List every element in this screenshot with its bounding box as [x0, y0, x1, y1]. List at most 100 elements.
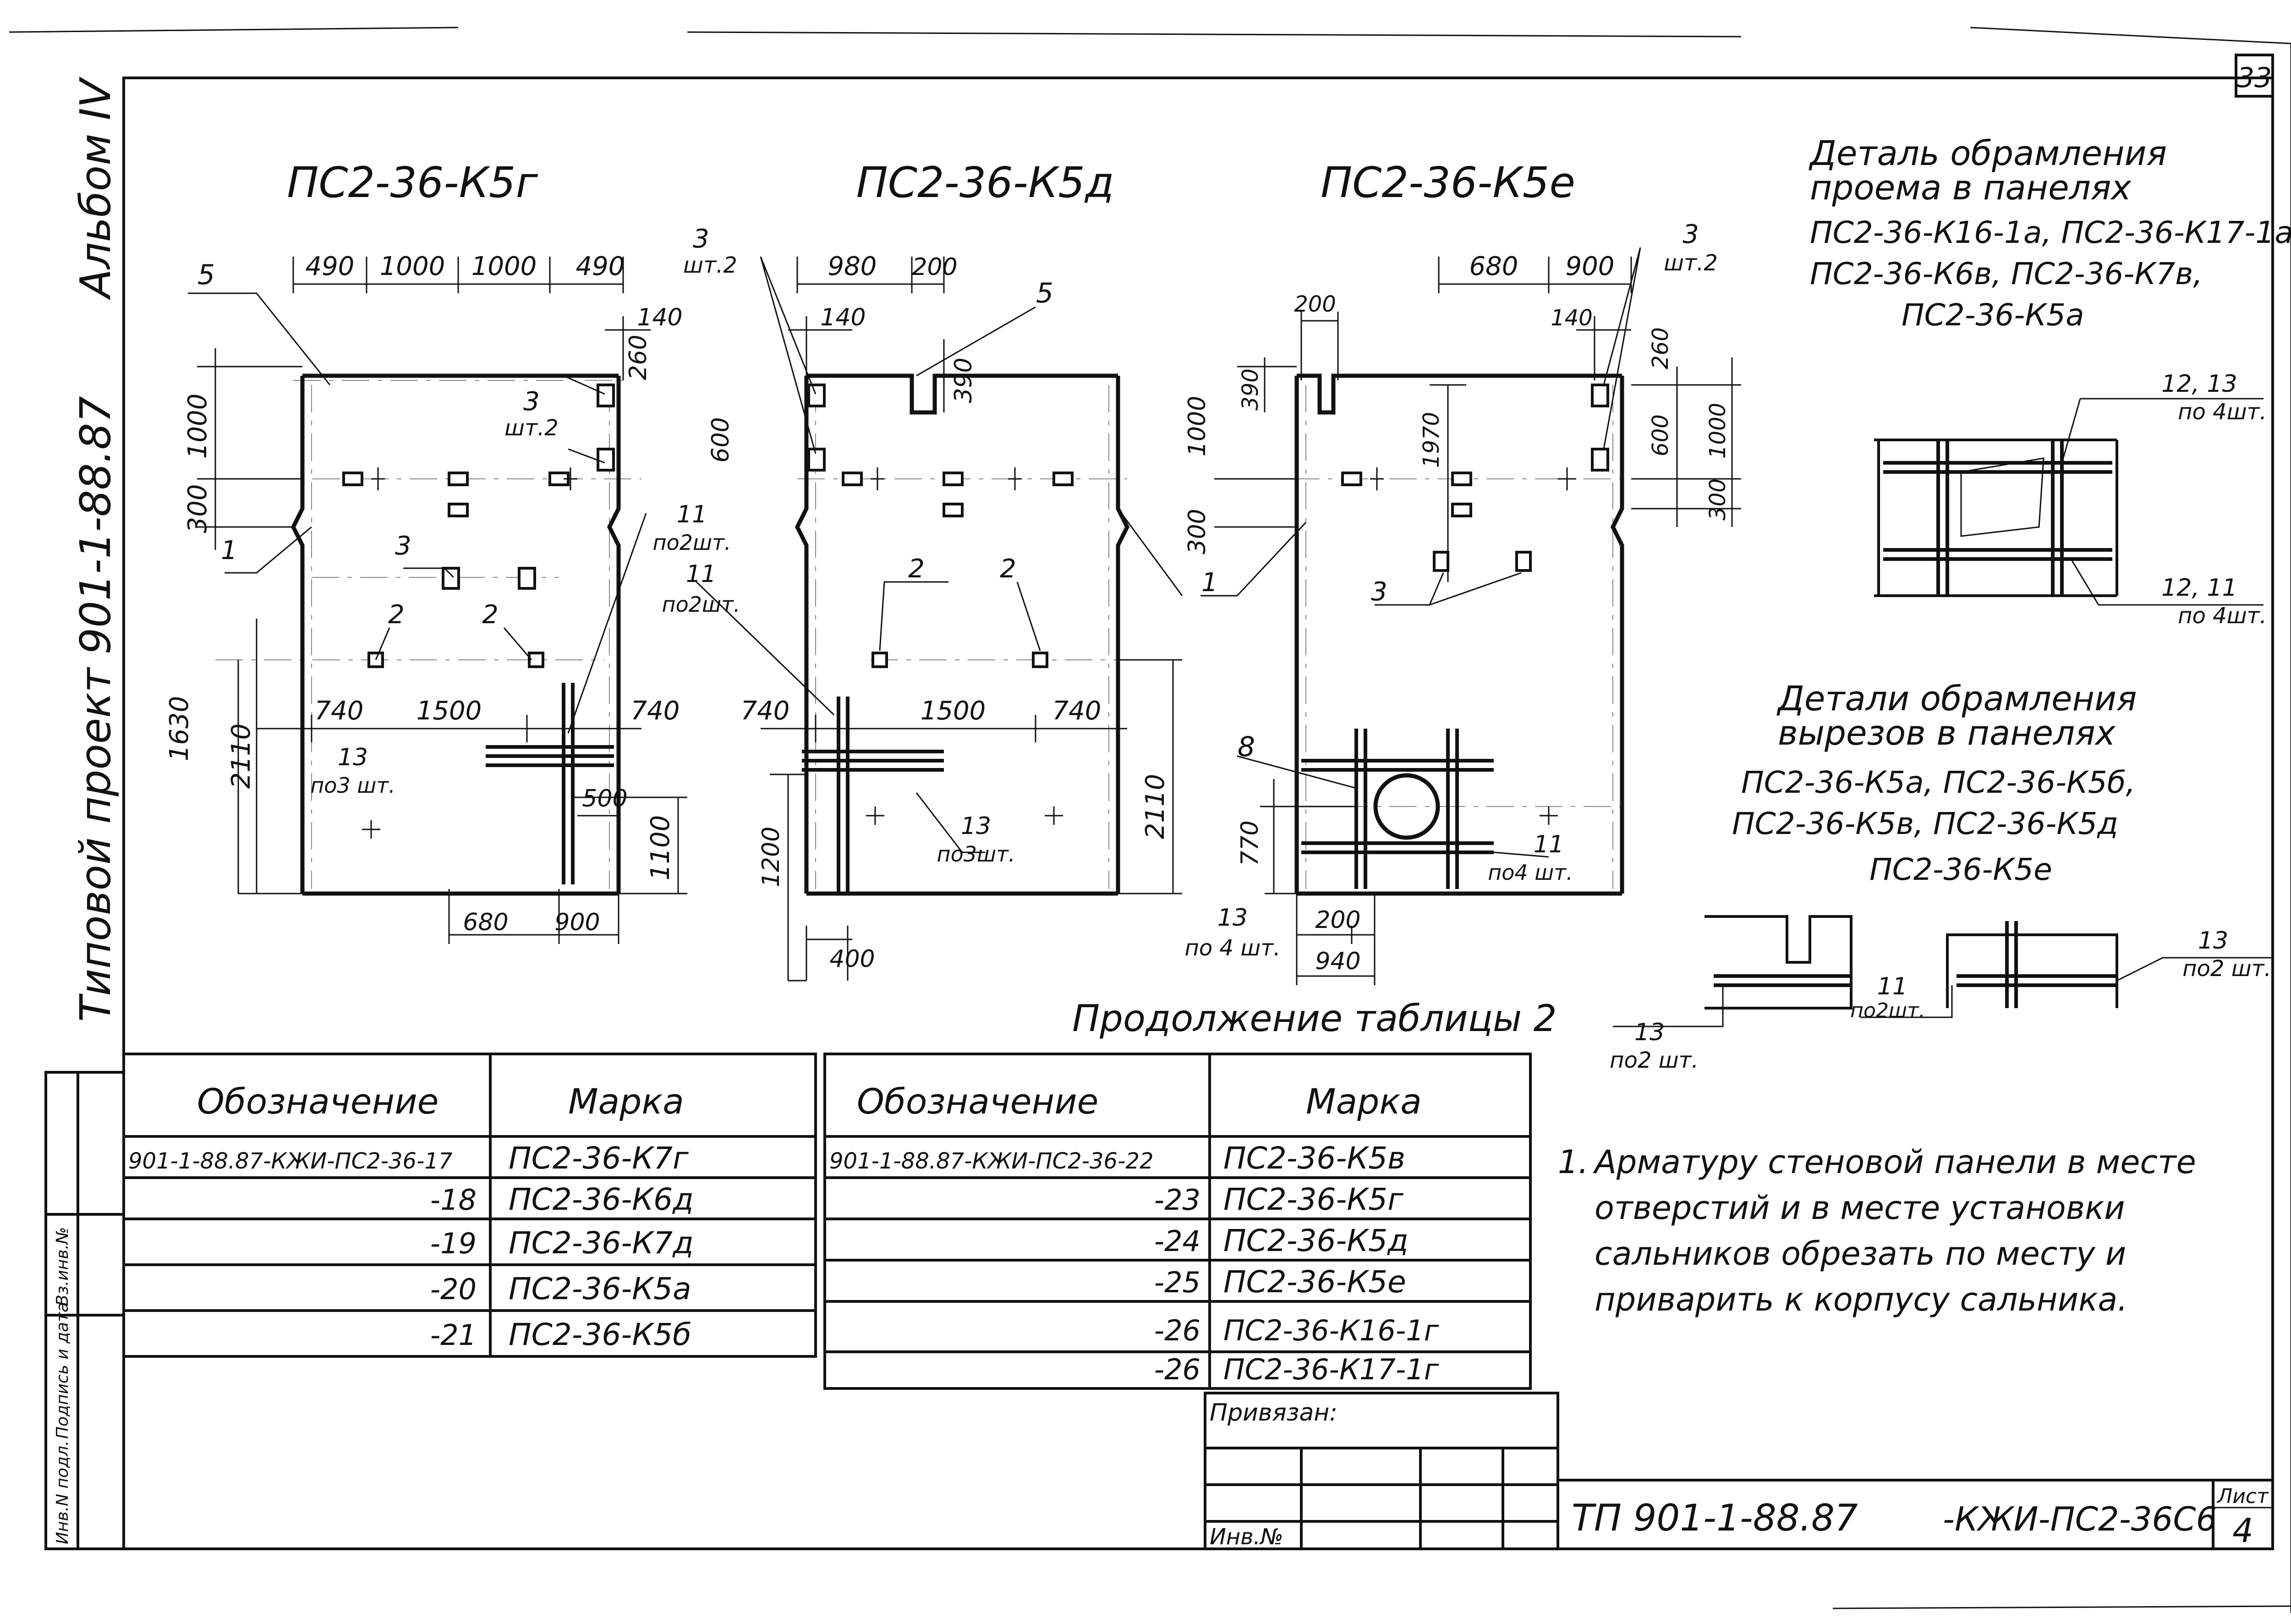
detail-panel-outline	[1874, 439, 2118, 597]
detail-title-line: Детали обрамления	[1776, 679, 2137, 719]
note-number: 1.	[1558, 1143, 1589, 1181]
detail-title-line: ПС2-36-К5а, ПС2-36-К5б,	[1741, 765, 2135, 800]
detail-title-line: ПС2-36-К6в, ПС2-36-К7в,	[1810, 256, 2203, 291]
dim-label: 1200	[757, 827, 785, 887]
callout: 13	[338, 744, 368, 771]
leader-line	[188, 292, 647, 734]
callout: 2	[482, 600, 499, 630]
album-label: Альбом IV	[71, 76, 120, 300]
dimension-line	[1214, 357, 1297, 528]
note-line: отверстий и в месте установки	[1595, 1189, 2125, 1227]
cross-mark	[362, 467, 577, 839]
dim-label: 400	[829, 945, 875, 973]
panel-k5e: ПС2-36-К5е 680 900 200 140 260 390 1000 …	[1117, 158, 1741, 985]
embed-plate	[1032, 652, 1048, 668]
dim-label: 1100	[646, 815, 675, 881]
detail-title-line: ПС2-36-К5а	[1902, 297, 2084, 333]
dimension-chain	[1438, 257, 1632, 293]
detail-title-line: ПС2-36-К5е	[1869, 852, 2052, 887]
round-opening	[1373, 773, 1440, 840]
table-cell: -24	[1154, 1224, 1200, 1258]
table-cell: ПС2-36-К7д	[509, 1225, 694, 1261]
callout: 2	[1000, 554, 1016, 584]
callout: по3 шт.	[310, 773, 395, 798]
list-number: 4	[2232, 1511, 2253, 1550]
detail-cutout-left	[1705, 915, 1853, 1010]
dimension-line	[1260, 779, 1376, 985]
panel-title: ПС2-36-К5д	[856, 158, 1114, 207]
panel-title: ПС2-36-К5е	[1321, 158, 1575, 207]
embed-plate	[842, 472, 863, 486]
table-cell: ПС2-36-К6д	[509, 1182, 694, 1217]
dimension-line	[1118, 659, 1182, 894]
rebar-frame	[1883, 440, 2112, 596]
table-cell: -21	[430, 1318, 477, 1352]
callout: 2	[388, 600, 405, 630]
callout: 12, 11	[2161, 574, 2237, 602]
dim-label: 490	[576, 252, 625, 281]
note-line: Арматуру стеновой панели в месте	[1593, 1143, 2196, 1181]
table-cell: ПС2-36-К5д	[1223, 1223, 1409, 1258]
dim-label: 300	[1705, 478, 1731, 521]
dimension-line	[761, 715, 1127, 742]
embed-plate	[442, 567, 460, 590]
dim-label: 1000	[471, 252, 537, 281]
embed-plate	[448, 472, 469, 486]
table-cell: ПС2-36-К5е	[1223, 1264, 1406, 1300]
callout: 1	[1201, 568, 1218, 598]
callout: 3	[395, 531, 411, 561]
embed-plate	[807, 384, 826, 407]
table-grid	[825, 1054, 1530, 1388]
embed-plate	[367, 652, 384, 668]
rebar-frame	[486, 683, 614, 884]
dim-label: 260	[625, 335, 652, 380]
embed-plate	[1591, 448, 1609, 472]
callout: по2шт.	[662, 592, 740, 617]
embed-plate	[597, 448, 615, 472]
table-frame	[122, 1053, 817, 1358]
table-cell: -19	[430, 1227, 477, 1260]
dim-label: 740	[315, 696, 364, 726]
embed-plate	[1433, 551, 1449, 572]
callout: 3	[693, 224, 709, 254]
table-header: Обозначение	[857, 1081, 1098, 1122]
stamp-label-inv: Инв.N подл.	[53, 1441, 72, 1544]
dim-label: 140	[1551, 305, 1593, 331]
dim-label: 740	[741, 696, 790, 726]
callout: шт.2	[683, 252, 737, 278]
rebar-bar	[1714, 974, 1851, 987]
dimension-chain	[292, 257, 624, 293]
embed-plate	[1052, 472, 1074, 486]
panel-k5d: ПС2-36-К5д 980 200 140 390 600 740 1500 …	[662, 158, 1182, 982]
table-cell: -26	[1154, 1353, 1200, 1386]
dim-label: 200	[912, 253, 957, 281]
leader-line	[2061, 398, 2264, 606]
embed-plate	[871, 652, 888, 668]
callout: по2шт.	[1850, 999, 1925, 1022]
rebar-frame	[1301, 729, 1494, 889]
note-line: сальников обрезать по месту и	[1595, 1235, 2126, 1273]
table-cell: -26	[1154, 1314, 1200, 1347]
callout: 13	[1634, 1019, 1665, 1046]
dimension-line	[1430, 384, 1466, 582]
code-block	[1557, 1479, 2274, 1550]
dimension-line	[1576, 316, 1631, 380]
dimension-line	[1300, 312, 1339, 380]
embed-plate	[1451, 503, 1472, 517]
detail-title-line: ПС2-36-К16-1а, ПС2-36-К17-1а,	[1810, 215, 2291, 250]
table-cell: ПС2-36-К5а	[509, 1271, 691, 1306]
dim-label: 500	[582, 785, 627, 812]
panel-outline	[795, 373, 1130, 896]
cross-mark	[1370, 467, 1576, 825]
callout: по 4 шт.	[1185, 935, 1281, 961]
dim-label: 200	[1294, 291, 1336, 317]
embed-plate	[518, 567, 536, 590]
table-grid	[124, 1054, 816, 1356]
dim-label: 1500	[921, 696, 986, 726]
dim-label: 940	[1315, 948, 1360, 975]
panel-k5g: ПС2-36-К5г 490 1000 1000 490 140	[164, 158, 731, 944]
list-label: Лист	[2216, 1485, 2269, 1508]
callout: 2	[908, 554, 925, 584]
note-line: приварить к корпусу сальника.	[1595, 1281, 2128, 1318]
embed-plate	[448, 503, 469, 517]
